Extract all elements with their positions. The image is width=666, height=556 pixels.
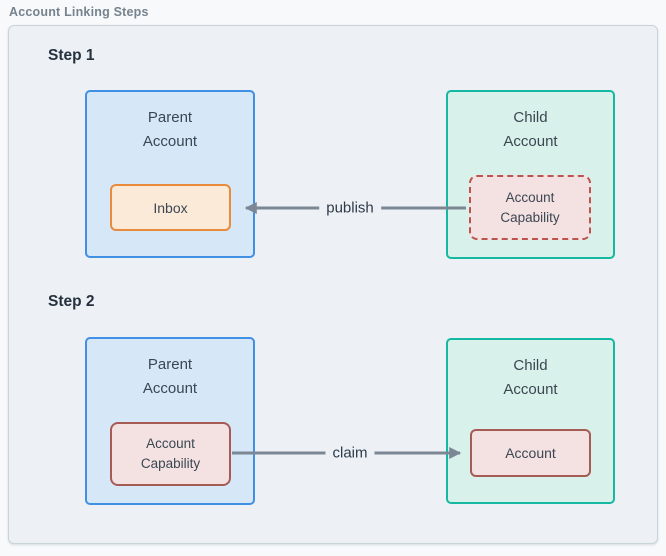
step2-parent-account-node: Parent Account Account Capability	[85, 337, 255, 505]
step-1-label: Step 1	[48, 47, 95, 64]
step2-account-capability-node: Account Capability	[110, 422, 231, 486]
step1-parent-account-title: Parent Account	[142, 109, 198, 150]
step-2-label: Step 2	[48, 293, 95, 310]
step2-child-account-node: Child Account Account	[446, 338, 615, 504]
step2-child-account-title: Child Account	[503, 357, 558, 398]
step1-account-capability-node: Account Capability	[469, 175, 591, 240]
publish-arrow-label: publish	[319, 198, 381, 218]
claim-arrow-label: claim	[325, 443, 375, 463]
step1-parent-account-node: Parent Account Inbox	[85, 90, 255, 258]
step1-inbox-node: Inbox	[110, 184, 231, 231]
step2-account-node: Account	[470, 429, 591, 477]
step2-parent-account-title: Parent Account	[142, 356, 198, 397]
step1-child-account-node: Child Account Account Capability	[446, 90, 615, 259]
diagram-title: Account Linking Steps	[9, 5, 149, 19]
step1-child-account-title: Child Account	[503, 109, 558, 150]
